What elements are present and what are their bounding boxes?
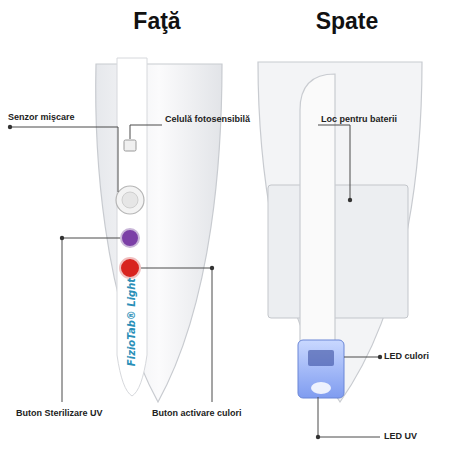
leader-dot [378,355,382,359]
color-button [120,258,140,278]
brand-text: FizioTab® Light [126,278,138,366]
motion-sensor [116,186,144,214]
leader-dot [316,435,320,439]
leader-line [318,397,380,437]
motion-sensor-lens [122,192,138,208]
view-heading: Faţă [133,8,180,35]
battery-compartment [268,185,408,318]
uv-button [121,229,139,247]
leader-line [130,125,162,139]
led-module [298,340,344,398]
part-label: Celulă fotosensibilă [165,114,250,125]
leader-dot [348,198,352,202]
led-glow [311,382,331,394]
leader-lines [10,125,380,437]
led-chip [308,350,334,366]
front-strip [117,58,147,396]
part-label: Buton activare culori [152,408,242,419]
leader-dot [60,236,64,240]
leader-dots [8,125,382,439]
leader-dot [8,125,12,129]
leader-line [318,125,350,200]
leader-line [344,357,380,358]
part-label: Loc pentru baterii [321,114,397,125]
part-label: LED culori [384,351,429,362]
part-label: Buton Sterilizare UV [16,408,103,419]
part-label: LED UV [384,431,417,442]
photocell [124,140,136,151]
leader-line [62,238,120,402]
part-label: Senzor mişcare [8,112,75,123]
leader-line [141,268,212,402]
leader-dot [210,266,214,270]
view-heading: Spate [316,8,379,35]
leader-line [10,127,118,192]
